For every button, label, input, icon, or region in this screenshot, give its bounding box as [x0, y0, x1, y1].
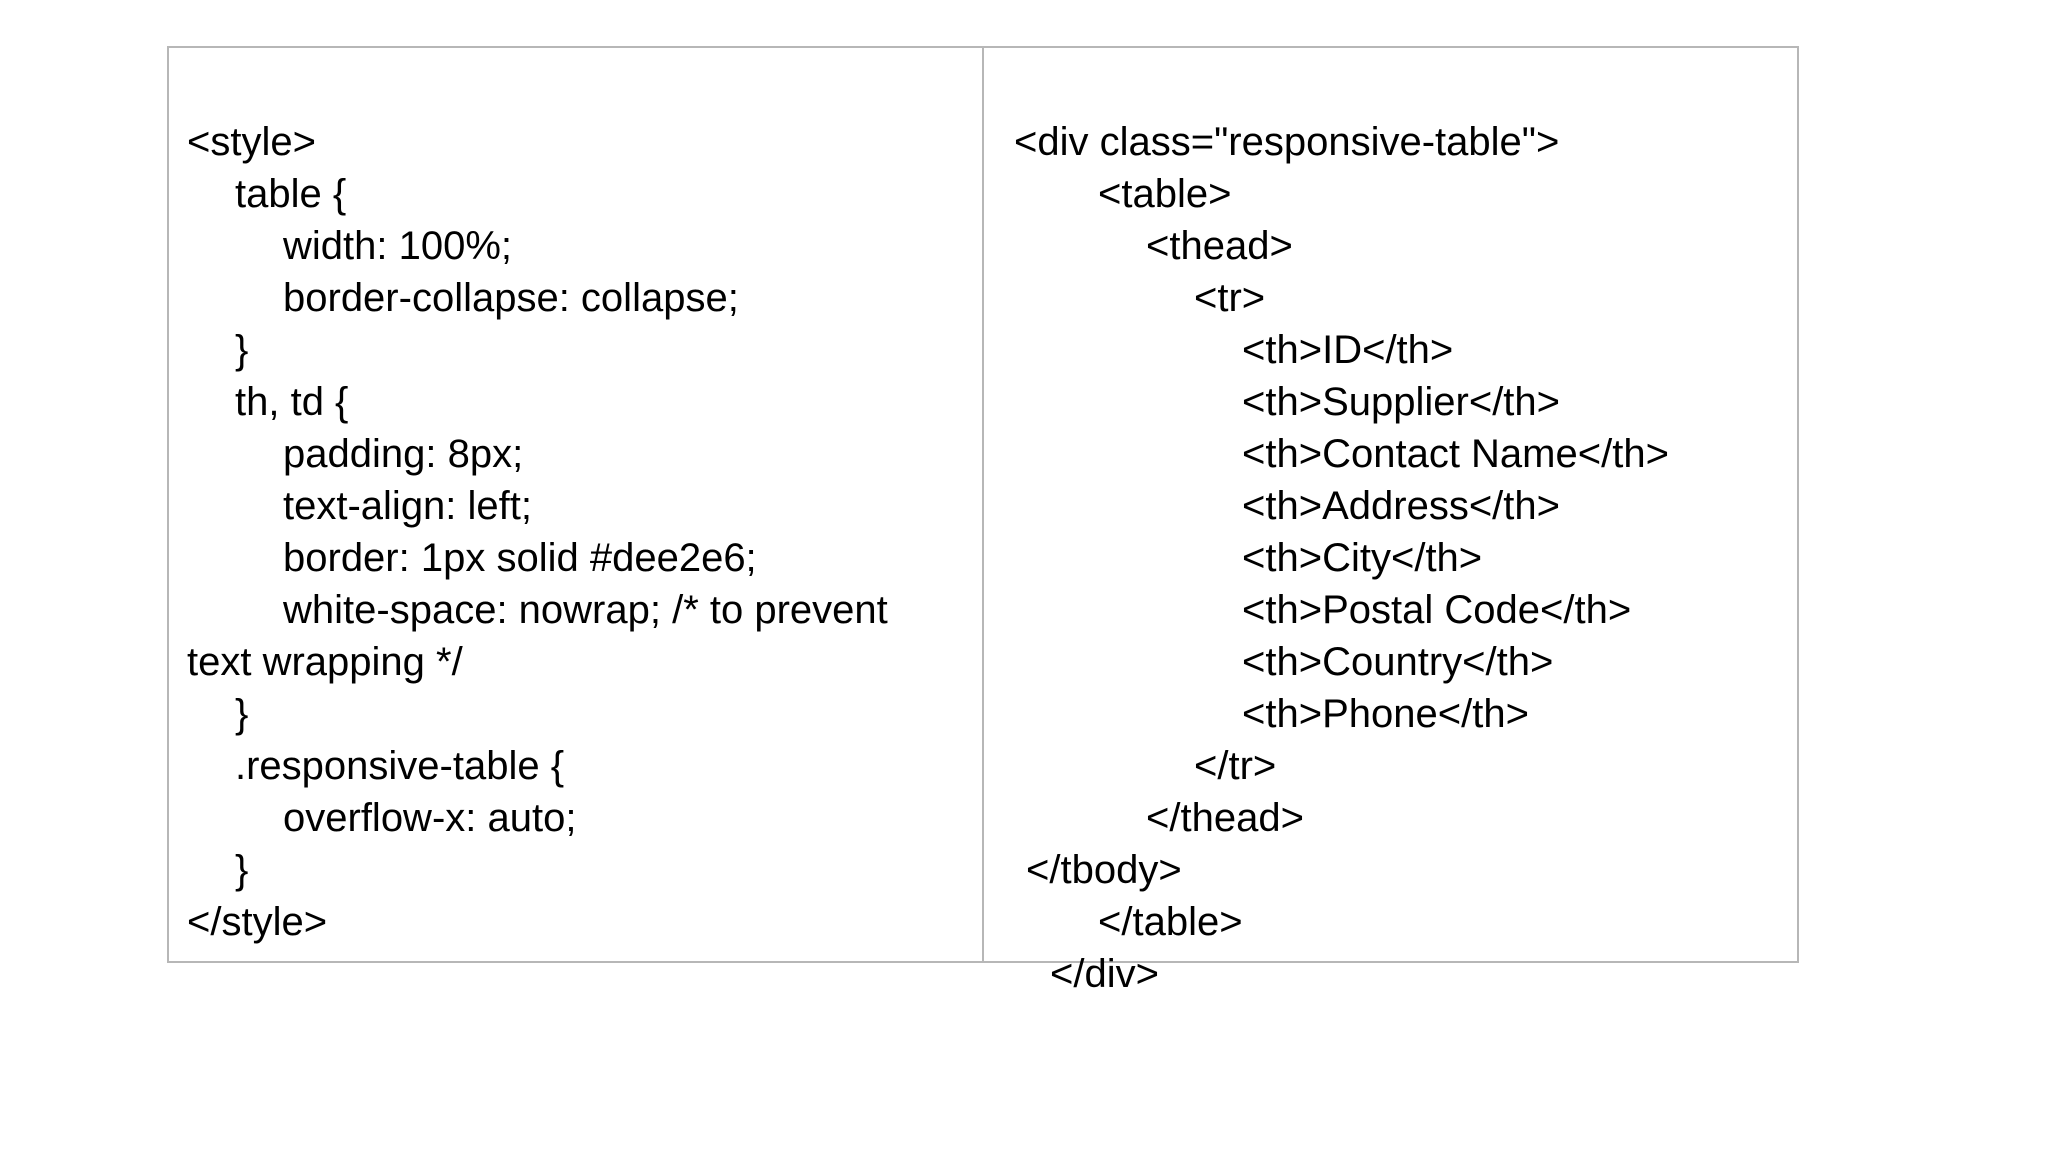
code-line: <style> [187, 120, 316, 164]
code-line: th, td { [235, 380, 349, 424]
code-line: border-collapse: collapse; [283, 276, 739, 320]
code-line: <th>Contact Name</th> [1242, 432, 1669, 476]
code-line: <thead> [1146, 224, 1293, 268]
code-line: <table> [1098, 172, 1232, 216]
code-line: </div> [1050, 952, 1159, 996]
code-line: <th>Phone</th> [1242, 692, 1529, 736]
code-line: } [235, 692, 249, 736]
code-line: } [235, 328, 249, 372]
code-line: border: 1px solid #dee2e6; [283, 536, 757, 580]
code-line: </table> [1098, 900, 1243, 944]
code-line: .responsive-table { [235, 744, 565, 788]
code-line: <tr> [1194, 276, 1266, 320]
code-line: <th>ID</th> [1242, 328, 1454, 372]
code-line: </tbody> [1026, 848, 1182, 892]
code-comparison-table: <style> table { width: 100%; border-coll… [167, 46, 1799, 996]
code-line: white-space: nowrap; /* to prevent [283, 588, 888, 632]
code-line: <div class="responsive-table"> [1014, 120, 1560, 164]
css-code-cell: <style> table { width: 100%; border-coll… [169, 48, 984, 961]
code-line: <th>Address</th> [1242, 484, 1561, 528]
code-line: text wrapping */ [187, 640, 463, 684]
code-line: <th>City</th> [1242, 536, 1483, 580]
code-line: <th>Postal Code</th> [1242, 588, 1632, 632]
code-line: </style> [187, 900, 328, 944]
code-line: table { [235, 172, 347, 216]
code-line: overflow-x: auto; [283, 796, 577, 840]
html-code-cell: <div class="responsive-table"> <table> <… [984, 48, 1797, 996]
code-line: <th>Country</th> [1242, 640, 1554, 684]
code-line: } [235, 848, 249, 892]
code-line: </thead> [1146, 796, 1304, 840]
code-line: padding: 8px; [283, 432, 524, 476]
code-line: width: 100%; [283, 224, 513, 268]
code-line: </tr> [1194, 744, 1277, 788]
code-line: <th>Supplier</th> [1242, 380, 1561, 424]
code-line: text-align: left; [283, 484, 533, 528]
